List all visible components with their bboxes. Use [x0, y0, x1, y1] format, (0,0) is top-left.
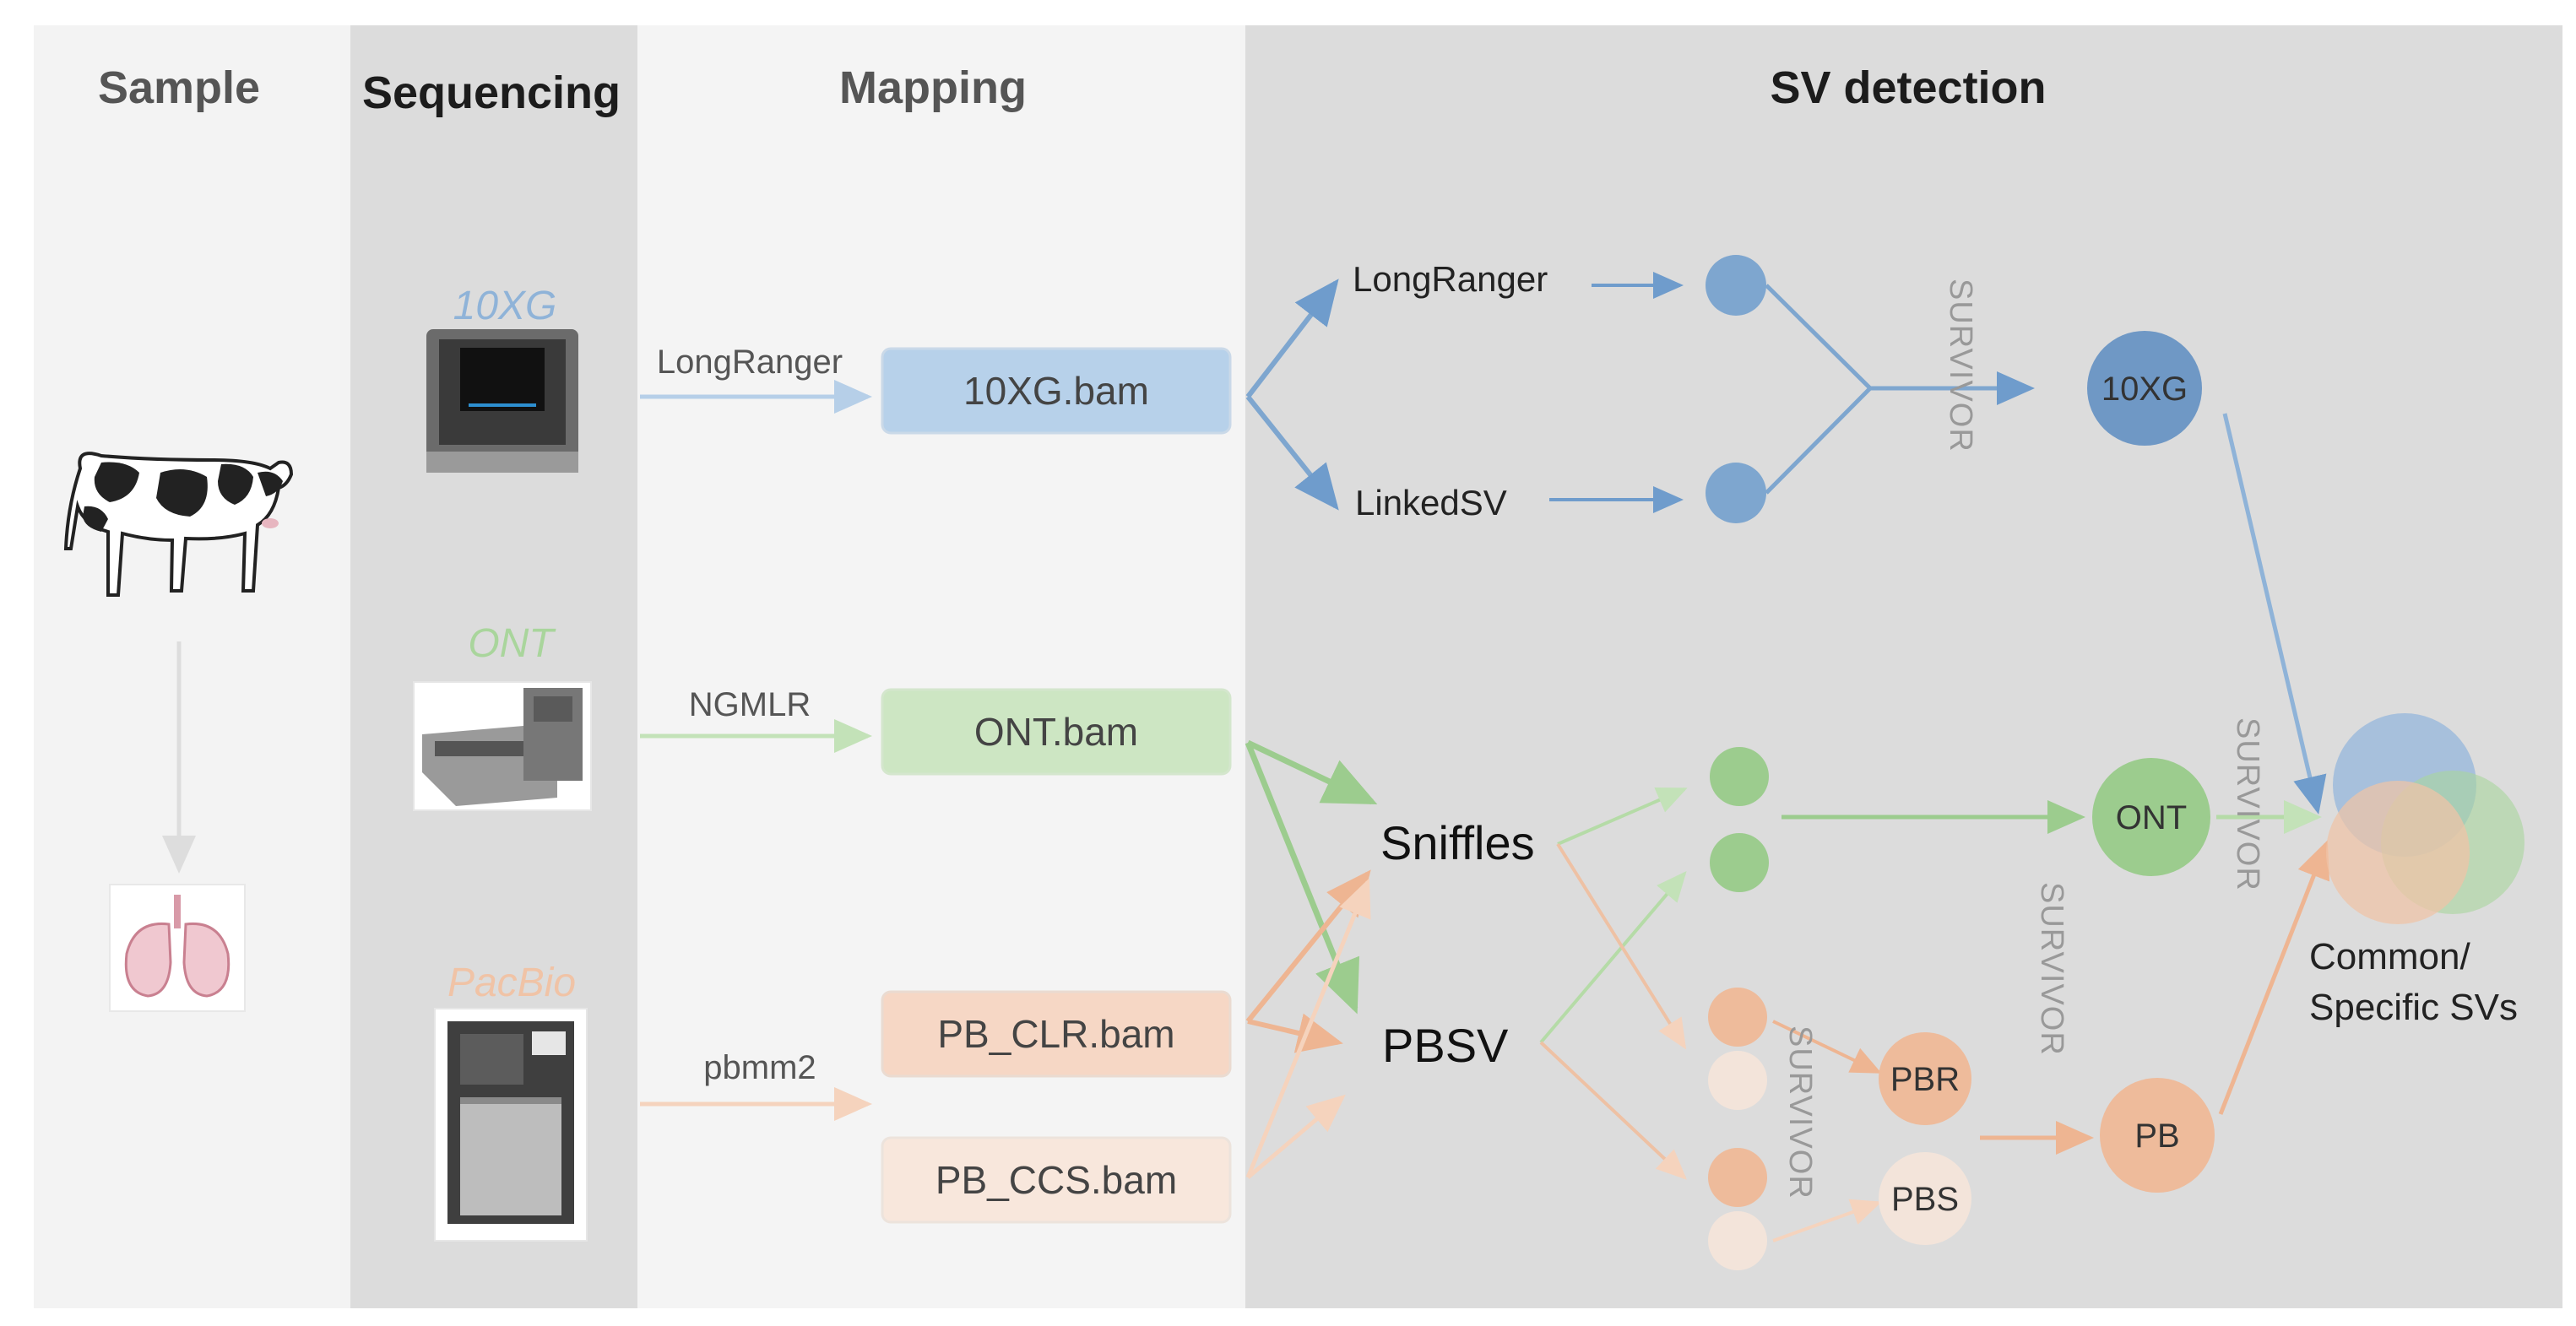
merged-label-pb: PB [2134, 1118, 2179, 1155]
callset-ont-sniffles [1710, 747, 1769, 806]
callset-pbclr-sniffles [1708, 988, 1767, 1047]
arrow-pbsv-to-pb-call [1539, 1041, 1687, 1180]
survivor-label-final: SURVIVOR [2230, 717, 2265, 891]
arrow-pbccs-to-sniffles [1245, 878, 1371, 1178]
merged-label-ont: ONT [2116, 799, 2187, 836]
merged-circle-pbs [1879, 1152, 1971, 1245]
caller-label-pbsv: PBSV [1382, 1019, 1509, 1072]
10x-chromium-device [426, 329, 578, 473]
arrow-ont-bam-to-pbsv [1245, 741, 1360, 1015]
merged-circle-pbr [1879, 1032, 1971, 1125]
merged-circle-pb [2100, 1078, 2215, 1193]
callset-longranger [1706, 255, 1766, 316]
arrow-pb-to-final [2218, 840, 2330, 1115]
merged-label-pbs: PBS [1891, 1181, 1959, 1218]
caller-label-sniffles: Sniffles [1380, 816, 1535, 869]
callset-ont-pbsv [1710, 833, 1769, 892]
result-label-line2: Specific SVs [2309, 987, 2518, 1028]
panel-mapping [637, 25, 1245, 1308]
aligner-label-longranger: LongRanger [657, 344, 843, 381]
bam-label-10xg: 10XG.bam [963, 369, 1149, 413]
arrow-pbclr-to-pbsv [1247, 1013, 1343, 1053]
aligner-label-ngmlr: NGMLR [689, 686, 811, 723]
arrow-10xg-bam-to-linkedsv [1245, 395, 1339, 511]
ont-promethion-device [413, 681, 592, 811]
arrow-pbccs-to-pbsv [1246, 1094, 1346, 1179]
bam-box-pb-ccs [881, 1136, 1232, 1224]
lung-illustration [109, 884, 246, 1012]
survivor-label-pacbio: SURVIVOR [2034, 882, 2069, 1056]
merged-label-pbr: PBR [1890, 1061, 1960, 1098]
result-label-line1: Common/ [2309, 936, 2470, 977]
aligner-label-pbmm2: pbmm2 [703, 1049, 816, 1086]
venn-common-specific-svs [2326, 713, 2524, 924]
arrow-pbsv-to-ont-call [1539, 870, 1687, 1044]
venn-circle-pb [2326, 781, 2470, 924]
header-mapping: Mapping [839, 62, 1027, 113]
survivor-label-10xg: SURVIVOR [1943, 279, 1978, 452]
arrow-ccs-calls-to-pbs [1772, 1199, 1882, 1242]
merge-lines-10xg [1765, 284, 2031, 495]
survivor-label-pacbio-sub: SURVIVOR [1782, 1026, 1818, 1199]
bam-label-ont: ONT.bam [974, 710, 1138, 754]
callset-linkedsv [1706, 463, 1766, 523]
platform-label-10xg: 10XG [453, 284, 557, 328]
platform-label-ont: ONT [468, 621, 556, 666]
platform-label-pacbio: PacBio [447, 961, 576, 1005]
arrow-clr-calls-to-pbr [1772, 1020, 1882, 1074]
header-sv-detection: SV detection [1770, 62, 2046, 113]
arrow-10xg-to-final [2222, 413, 2327, 815]
arrow-ont-bam-to-sniffles [1246, 739, 1378, 805]
header-sequencing: Sequencing [362, 68, 621, 118]
header-sample: Sample [98, 62, 260, 113]
cow-illustration [63, 452, 294, 597]
bam-box-pb-clr [881, 990, 1232, 1078]
callset-pbccs-sniffles [1708, 1051, 1767, 1110]
caller-label-linkedsv: LinkedSV [1355, 483, 1507, 522]
merged-label-10xg: 10XG [2101, 371, 2188, 408]
panel-sample [34, 25, 350, 1308]
merged-circle-10xg [2087, 331, 2202, 446]
bam-label-pb-clr: PB_CLR.bam [937, 1012, 1174, 1056]
caller-label-longranger: LongRanger [1353, 259, 1548, 299]
bam-box-ont [881, 688, 1232, 776]
callset-pbclr-pbsv [1708, 1148, 1767, 1207]
merged-circle-ont [2092, 758, 2210, 876]
bam-label-pb-ccs: PB_CCS.bam [935, 1158, 1177, 1202]
arrow-sniffles-to-ont-call [1557, 787, 1688, 846]
callset-pbccs-pbsv [1708, 1211, 1767, 1270]
column-panels [34, 25, 2562, 1308]
arrow-sniffles-to-pb-call [1556, 842, 1687, 1050]
arrow-10xg-bam-to-longranger [1245, 279, 1339, 398]
bam-box-10xg [881, 347, 1232, 435]
pacbio-sequel-device [434, 1008, 588, 1242]
